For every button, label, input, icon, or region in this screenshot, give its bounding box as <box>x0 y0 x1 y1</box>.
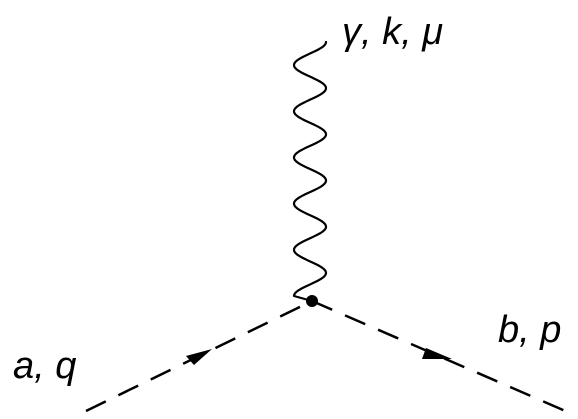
outgoing-arrow-icon <box>422 348 452 359</box>
photon-wavy-line <box>292 40 328 303</box>
outgoing-dashed-line <box>311 299 571 415</box>
incoming-arrow-icon <box>186 349 212 365</box>
photon-label: γ, k, μ <box>342 11 443 53</box>
outgoing-label: b, p <box>498 309 561 351</box>
vertex-dot <box>306 295 318 307</box>
incoming-label: a, q <box>13 345 76 387</box>
